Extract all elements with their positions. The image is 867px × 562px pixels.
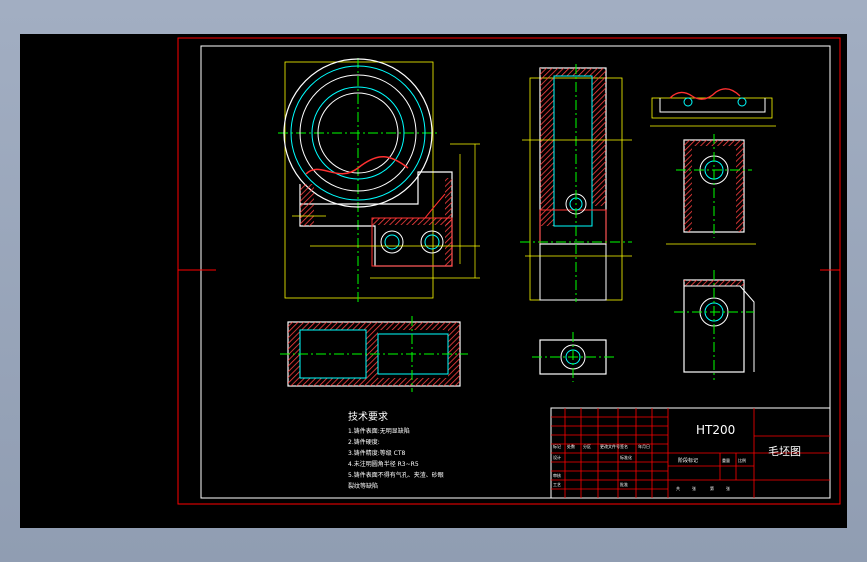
tech-req-line: 3.铸件精度:等级 CT8 bbox=[348, 449, 406, 457]
tech-req-line: 5.铸件表面不得有气孔、夹渣、砂眼 bbox=[348, 471, 444, 479]
inner-frame bbox=[200, 45, 831, 499]
tb-label: 处数 bbox=[567, 443, 575, 449]
bottom-section-view bbox=[280, 316, 614, 392]
tech-req-line: 裂纹等缺陷 bbox=[348, 482, 378, 490]
tb-label: 共 bbox=[676, 485, 680, 491]
tb-label: 审核 bbox=[553, 472, 561, 478]
technical-requirements: 技术要求 1.铸件表面:无明显缺陷 2.铸件硬度: 3.铸件精度:等级 CT8 … bbox=[348, 410, 444, 490]
main-view bbox=[278, 58, 480, 304]
material-label: HT200 bbox=[696, 423, 735, 437]
tb-label: 更改文件号 bbox=[600, 443, 620, 449]
tech-req-line: 2.铸件硬度: bbox=[348, 438, 380, 446]
tb-label: 张 bbox=[692, 485, 696, 491]
tb-label: 分区 bbox=[583, 443, 591, 449]
cad-drawing: 技术要求 1.铸件表面:无明显缺陷 2.铸件硬度: 3.铸件精度:等级 CT8 … bbox=[177, 37, 841, 505]
tech-req-line: 4.未注明圆角半径 R3~R5 bbox=[348, 460, 419, 468]
tech-req-line: 1.铸件表面:无明显缺陷 bbox=[348, 427, 410, 435]
tb-label: 比例 bbox=[738, 457, 746, 463]
title-block: HT200 毛坯图 标记 处数 分区 更改文件号 签名 年月日 设计 标准化 阶… bbox=[550, 407, 831, 499]
tech-req-title: 技术要求 bbox=[348, 410, 388, 423]
tb-label: 第 bbox=[710, 485, 714, 491]
tb-label: 张 bbox=[726, 485, 730, 491]
tb-label: 标记 bbox=[553, 443, 561, 449]
tb-label: 重量 bbox=[722, 457, 730, 463]
tb-label: 工艺 bbox=[553, 482, 561, 487]
drawing-name: 毛坯图 bbox=[768, 445, 801, 458]
tb-label: 签名 bbox=[620, 443, 628, 449]
side-section-view bbox=[520, 64, 632, 302]
tb-label: 标准化 bbox=[620, 454, 632, 460]
tb-label: 年月日 bbox=[638, 443, 650, 449]
cad-viewport[interactable]: 技术要求 1.铸件表面:无明显缺陷 2.铸件硬度: 3.铸件精度:等级 CT8 … bbox=[20, 34, 847, 528]
tb-label: 阶段标记 bbox=[678, 457, 698, 464]
tb-label: 设计 bbox=[553, 454, 561, 460]
tb-label: 批准 bbox=[620, 481, 628, 487]
top-right-views bbox=[650, 88, 776, 380]
outer-frame bbox=[177, 37, 841, 505]
